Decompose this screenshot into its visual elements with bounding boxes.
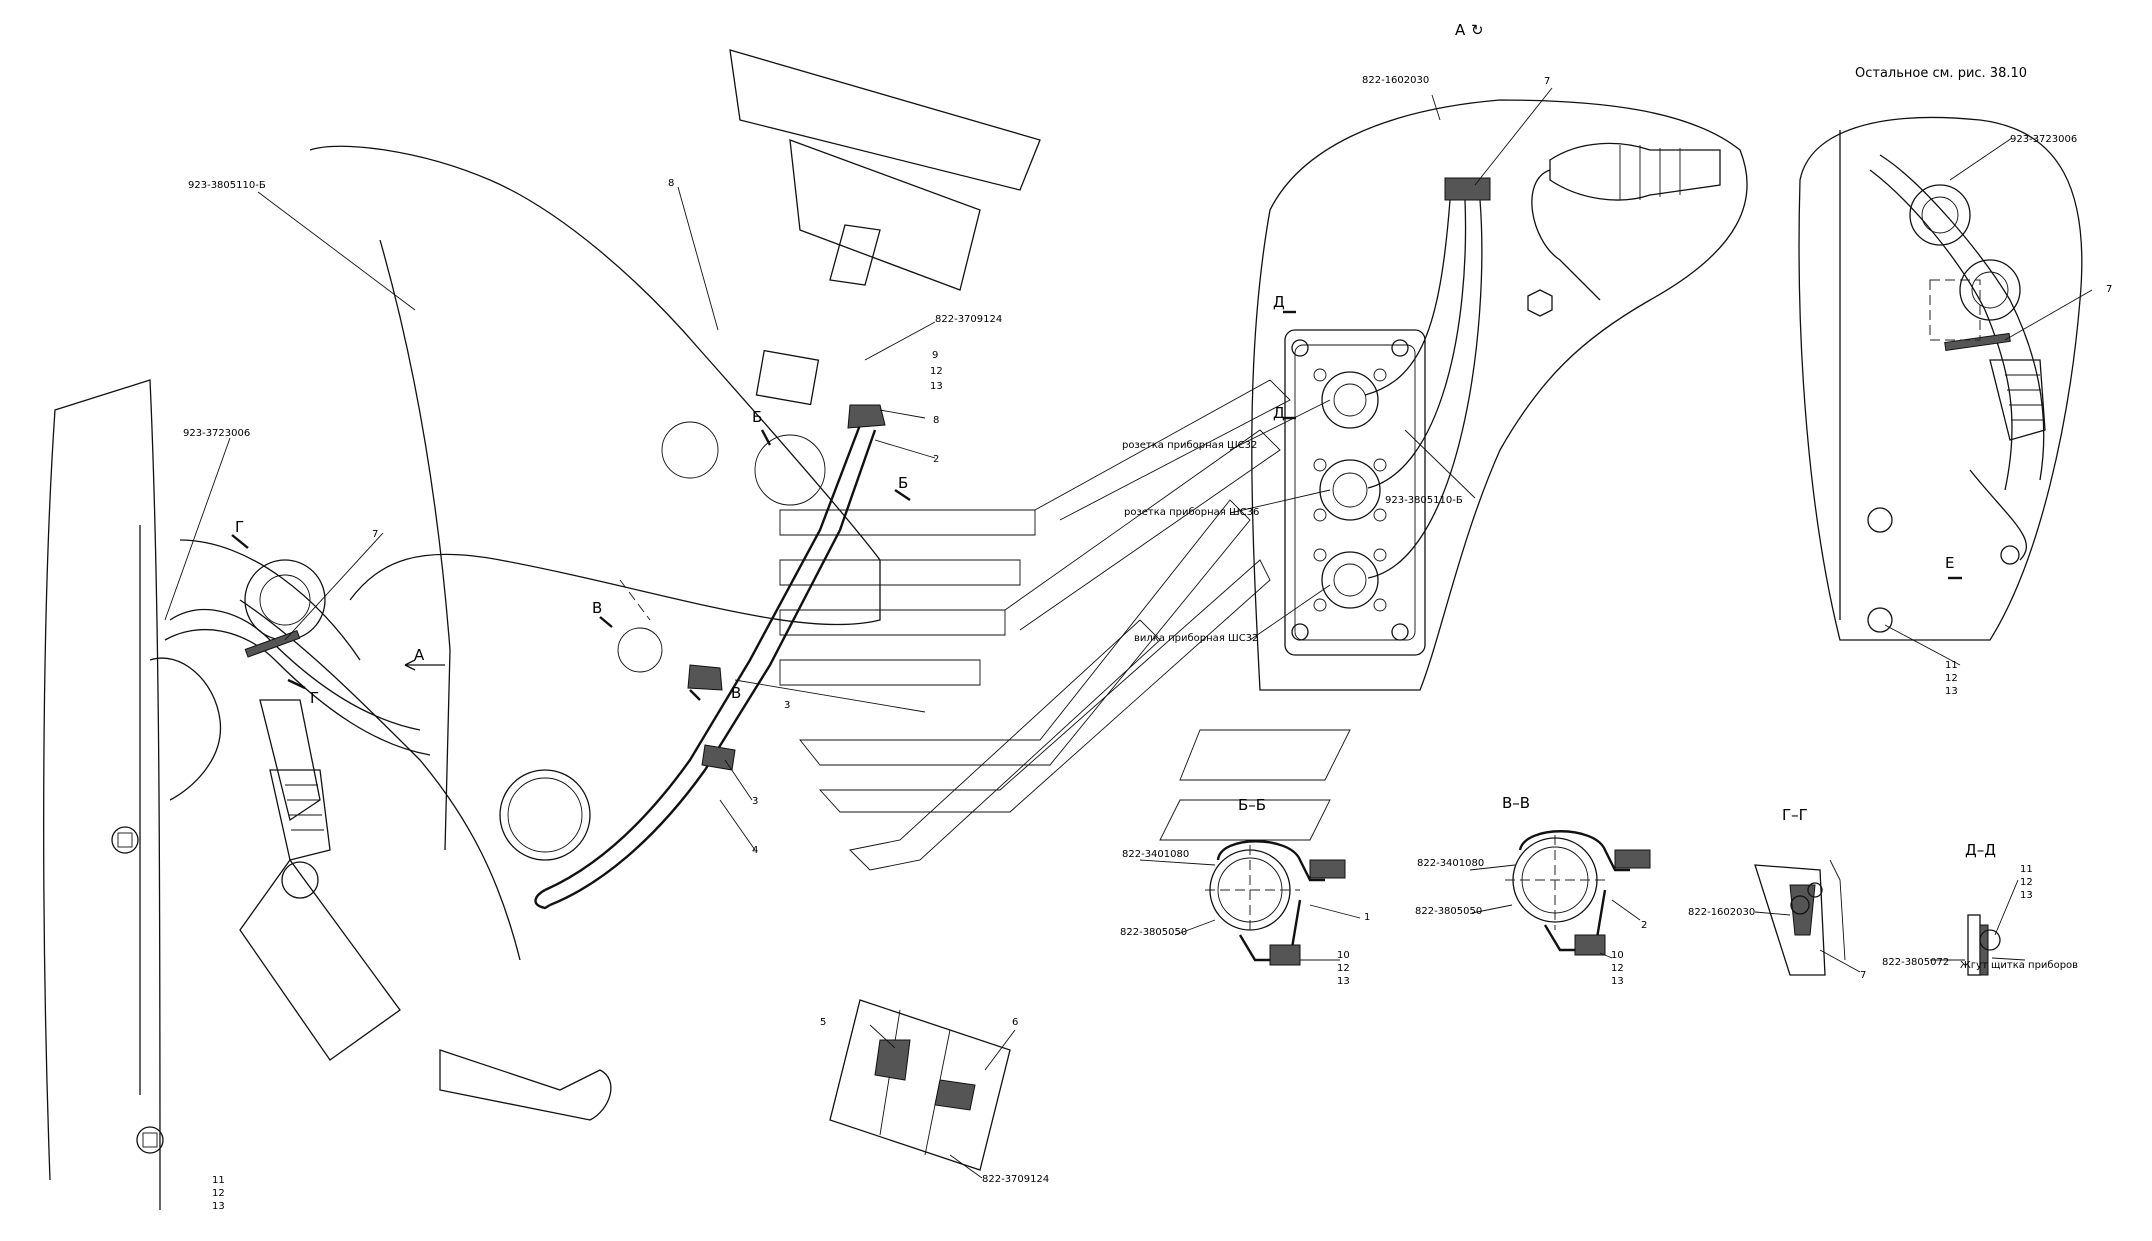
label-socket-sh32: розетка приборная ШС32 xyxy=(1122,440,1257,451)
callout-11-right: 11 xyxy=(1945,660,1958,671)
label-822-3805050-bb: 822-3805050 xyxy=(1120,927,1187,938)
cut-mark-d-1: Д xyxy=(1273,293,1285,311)
callout-3-a: 3 xyxy=(784,700,790,711)
label-harness-panel: Жгут щитка приборов xyxy=(1960,960,2078,971)
label-822-3709124-main: 822-3709124 xyxy=(935,314,1002,325)
cut-mark-g-2: Г xyxy=(310,689,319,707)
callout-12-bb: 12 xyxy=(1337,963,1350,974)
label-socket-sh36: розетка приборная ШС36 xyxy=(1124,507,1259,518)
callout-7-view-a: 7 xyxy=(1544,76,1550,87)
section-title-vv: В–В xyxy=(1502,794,1530,812)
label-923-3723006-right: 923-3723006 xyxy=(2010,134,2077,145)
callout-1-bb: 1 xyxy=(1364,912,1370,923)
label-822-3709124-detail: 822-3709124 xyxy=(982,1174,1049,1185)
section-b-b xyxy=(1139,840,1361,966)
section-v-v xyxy=(1469,830,1651,959)
callout-7-gg: 7 xyxy=(1860,970,1866,981)
callout-7-left: 7 xyxy=(372,529,378,540)
detail-822-3709124 xyxy=(829,999,1016,1179)
callout-13-right: 13 xyxy=(1945,686,1958,697)
callout-12-dd: 12 xyxy=(2020,877,2033,888)
main-view xyxy=(43,49,1041,1211)
cut-mark-b-2: Б xyxy=(898,474,908,492)
label-822-3401080-vv: 822-3401080 xyxy=(1417,858,1484,869)
callout-9: 9 xyxy=(932,350,938,361)
cut-mark-e: Е xyxy=(1945,554,1954,572)
callout-13-bb: 13 xyxy=(1337,976,1350,987)
callout-7-right: 7 xyxy=(2106,284,2112,295)
label-923-3723006-main: 923-3723006 xyxy=(183,428,250,439)
cut-mark-b-1: Б xyxy=(752,408,762,426)
label-822-3805050-vv: 822-3805050 xyxy=(1415,906,1482,917)
section-title-bb: Б–Б xyxy=(1238,796,1266,814)
view-a-title: А xyxy=(1455,21,1466,39)
callout-12-right: 12 xyxy=(1945,673,1958,684)
label-plug-sh32: вилка приборная ШС32 xyxy=(1134,633,1258,644)
drawing-labels: А ↻ Остальное см. рис. 38.10 923-3805110… xyxy=(183,21,2112,1212)
callout-13-vv: 13 xyxy=(1611,976,1624,987)
callout-6: 6 xyxy=(1012,1017,1018,1028)
remainder-note: Остальное см. рис. 38.10 xyxy=(1855,66,2027,81)
label-822-3401080-bb: 822-3401080 xyxy=(1122,849,1189,860)
label-923-3805110-b-view-a: 923-3805110-Б xyxy=(1385,495,1463,506)
cut-mark-d-2: Д xyxy=(1273,404,1285,422)
view-a-detail xyxy=(1229,87,1748,691)
callout-13-a: 13 xyxy=(930,381,943,392)
cut-mark-v-2: В xyxy=(731,684,741,702)
section-g-g xyxy=(1754,859,1861,976)
callout-12-main: 12 xyxy=(212,1188,225,1199)
section-d-d xyxy=(1930,879,2026,976)
view-a-arrow-icon: ↻ xyxy=(1471,21,1484,39)
view-direction-arrows xyxy=(779,379,1351,871)
callout-8-top: 8 xyxy=(668,178,674,189)
label-822-1602030-view-a: 822-1602030 xyxy=(1362,75,1429,86)
callout-12-vv: 12 xyxy=(1611,963,1624,974)
cut-mark-g-1: Г xyxy=(235,518,244,536)
label-822-1602030-gg: 822-1602030 xyxy=(1688,907,1755,918)
callout-2-vv: 2 xyxy=(1641,920,1647,931)
callout-13-dd: 13 xyxy=(2020,890,2033,901)
label-822-3805072-dd: 822-3805072 xyxy=(1882,957,1949,968)
callout-2-mid: 2 xyxy=(933,454,939,465)
section-title-dd: Д–Д xyxy=(1965,841,1996,859)
callout-5: 5 xyxy=(820,1017,826,1028)
callout-10-vv: 10 xyxy=(1611,950,1624,961)
section-title-gg: Г–Г xyxy=(1782,806,1808,824)
cut-mark-a: А xyxy=(414,646,425,664)
callout-4: 4 xyxy=(752,845,758,856)
callout-10-bb: 10 xyxy=(1337,950,1350,961)
callout-12-a: 12 xyxy=(930,366,943,377)
callout-11-main: 11 xyxy=(212,1175,225,1186)
rear-view-detail xyxy=(1798,116,2093,666)
callout-8-mid: 8 xyxy=(933,415,939,426)
callout-11-dd: 11 xyxy=(2020,864,2033,875)
cut-mark-v-1: В xyxy=(592,599,602,617)
callout-3-b: 3 xyxy=(752,796,758,807)
label-923-3805110-b-main: 923-3805110-Б xyxy=(188,180,266,191)
callout-13-main: 13 xyxy=(212,1201,225,1212)
